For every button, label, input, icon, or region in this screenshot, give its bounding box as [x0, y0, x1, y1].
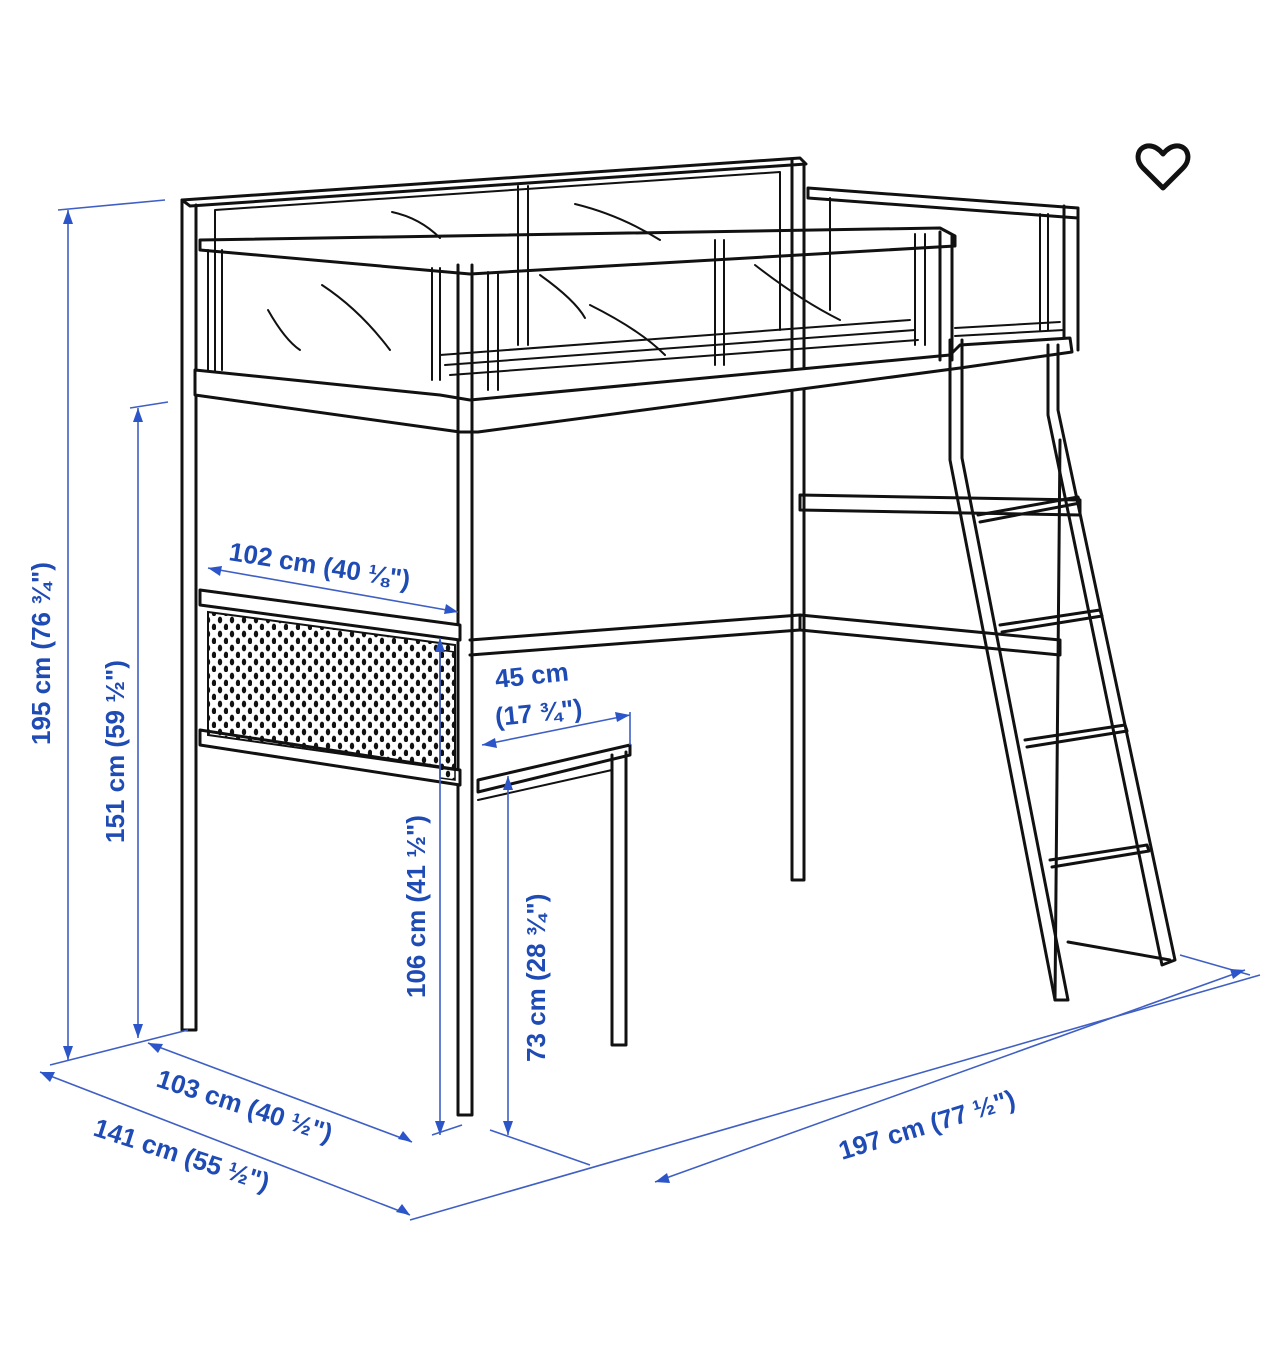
ladder — [948, 338, 1177, 1002]
dim-total-width: 141 cm (55 ½") — [90, 1112, 273, 1197]
dimension-lines — [39, 199, 1261, 1221]
dim-desk-depth-in: (17 ¾") — [493, 693, 583, 732]
dim-inner-width: 103 cm (40 ½") — [153, 1063, 336, 1148]
dim-total-length: 197 cm (77 ½") — [835, 1084, 1019, 1166]
dim-desk-height: 73 cm (28 ¾") — [521, 894, 551, 1062]
dim-panel-height: 106 cm (41 ½") — [401, 815, 431, 998]
heart-outline-icon — [1135, 143, 1191, 191]
dim-desk-width: 102 cm (40 ⅛") — [227, 536, 412, 594]
bed-frame — [180, 156, 1082, 1117]
dim-total-height: 195 cm (76 ¾") — [26, 562, 56, 745]
dim-underbed-height: 151 cm (59 ½") — [100, 660, 130, 843]
favorite-button[interactable] — [1131, 138, 1195, 198]
dim-desk-depth-cm: 45 cm — [493, 656, 569, 694]
